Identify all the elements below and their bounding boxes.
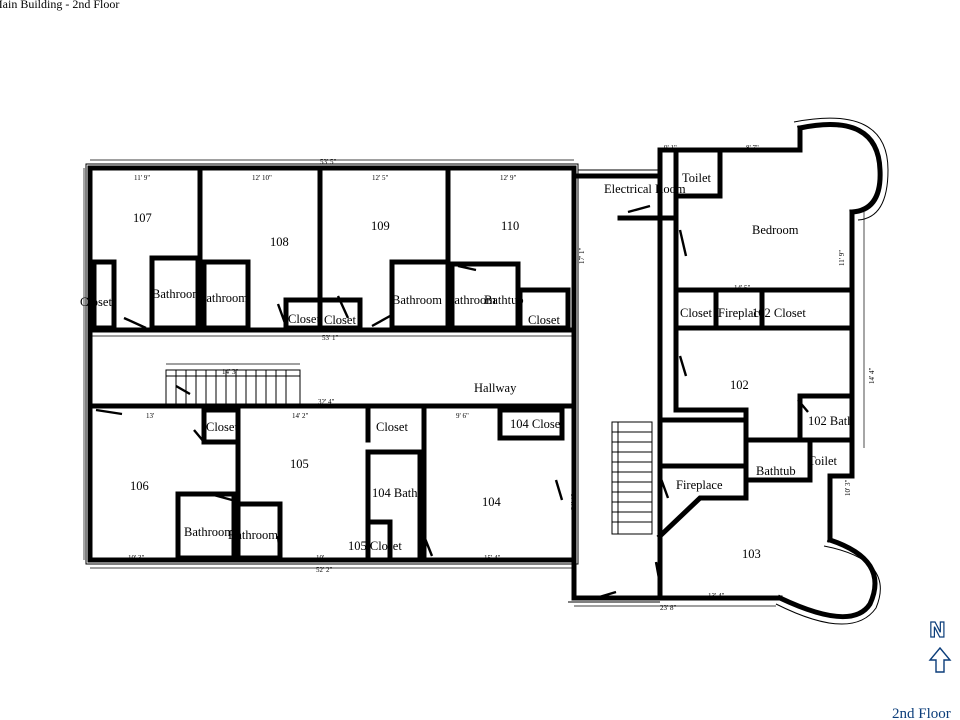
bedroom-label: Bedroom: [752, 223, 799, 237]
closet-105-label: 105 Closet: [348, 539, 402, 553]
room-110-label: 110: [501, 219, 519, 233]
room-107-label: 107: [133, 211, 152, 225]
dim-label: 11' 9": [134, 174, 150, 182]
bathroom-105-label: Bathroom: [228, 528, 278, 542]
closet-107-label: Closet: [80, 295, 112, 309]
dim-label: 32' 4": [318, 398, 335, 406]
dim-label: 14' 3": [222, 368, 239, 376]
dim-label: 53' 5": [320, 158, 337, 166]
fireplace-103-label: Fireplace: [676, 478, 723, 492]
bathroom-108-label: Bathroom: [198, 291, 248, 305]
closet-110-label: Closet: [528, 313, 560, 327]
dimension-labels: 53' 5" 53' 1" 52' 2" 11' 9" 12' 10" 12' …: [128, 144, 876, 612]
closet-102-label: 102 Closet: [752, 306, 806, 320]
bath-102-label: 102 Bath: [808, 414, 854, 428]
bath-104-label: 104 Bath: [372, 486, 418, 500]
west-staircase: [165, 369, 301, 407]
electrical-room-label: Electrical Room: [604, 182, 686, 196]
bathtub-110-label: Bathtub: [484, 293, 524, 307]
closet-106-label: Closet: [206, 420, 238, 434]
bathtub-label: Bathtub: [756, 464, 796, 478]
dim-label: 14' 4": [868, 367, 876, 384]
dim-label: 9' 1": [664, 144, 677, 152]
dim-label: 15' 4": [484, 554, 501, 562]
dim-label: 11' 9": [838, 250, 846, 266]
dim-label: 13' 4": [708, 592, 725, 600]
east-wing-walls: [617, 117, 889, 625]
room-103-label: 103: [742, 547, 761, 561]
dim-label: 53' 1": [322, 334, 339, 342]
dim-label: 13': [146, 412, 154, 420]
room-102-label: 102: [730, 378, 749, 392]
closet-east-label: Closet: [680, 306, 712, 320]
fireplace-east-label: Fireplace: [718, 306, 765, 320]
east-staircase: [611, 421, 653, 535]
dim-label: 10': [316, 554, 324, 562]
connector-walls: [568, 169, 663, 603]
dim-label: 23' 8": [660, 604, 677, 612]
dim-label: 10' 3": [128, 554, 145, 562]
dim-label: 21' 1": [570, 493, 578, 510]
closet-104a-label: Closet: [376, 420, 408, 434]
room-105-label: 105: [290, 457, 309, 471]
dim-label: 10' 3": [844, 479, 852, 496]
room-labels: 107 108 109 110 Closet Bathroom Bathroom…: [80, 171, 854, 561]
hallway-label: Hallway: [474, 381, 517, 395]
bottom-row-bathrooms: [175, 407, 565, 561]
dim-label: 12' 5": [372, 174, 389, 182]
closet-108a-label: Closet: [288, 312, 320, 326]
closet-104-label: 104 Closet: [510, 417, 564, 431]
bathroom-109-label: Bathroom: [392, 293, 442, 307]
bathroom-110-label: Bathroom: [446, 293, 496, 307]
closet-108b-label: Closet: [324, 313, 356, 327]
north-letter: N: [929, 618, 946, 642]
room-106-label: 106: [130, 479, 149, 493]
bathroom-107-label: Bathroom: [152, 287, 202, 301]
bathroom-106-label: Bathroom: [184, 525, 234, 539]
plan-title: Main Building - 2nd Floor: [0, 0, 119, 11]
room-108-label: 108: [270, 235, 289, 249]
north-arrow-icon: N: [928, 617, 952, 673]
floor-label: 2nd Floor: [892, 706, 951, 720]
dim-label: 14' 5": [734, 284, 751, 292]
top-row-bathrooms: [91, 255, 571, 331]
dim-label: 12' 10": [252, 174, 272, 182]
dim-label: 12' 9": [500, 174, 517, 182]
dim-label: 8' 7": [746, 144, 759, 152]
room-104-label: 104: [482, 495, 502, 509]
dim-label: 52' 2": [316, 566, 333, 574]
dim-label: 17' 1": [578, 247, 586, 264]
dim-label: 14' 2": [292, 412, 309, 420]
room-109-label: 109: [371, 219, 390, 233]
toilet-top-label: Toilet: [682, 171, 712, 185]
toilet-mid-label: Toilet: [808, 454, 838, 468]
dim-label: 9' 6": [456, 412, 469, 420]
dimension-lines: [83, 159, 865, 607]
door-swings: [95, 204, 809, 600]
